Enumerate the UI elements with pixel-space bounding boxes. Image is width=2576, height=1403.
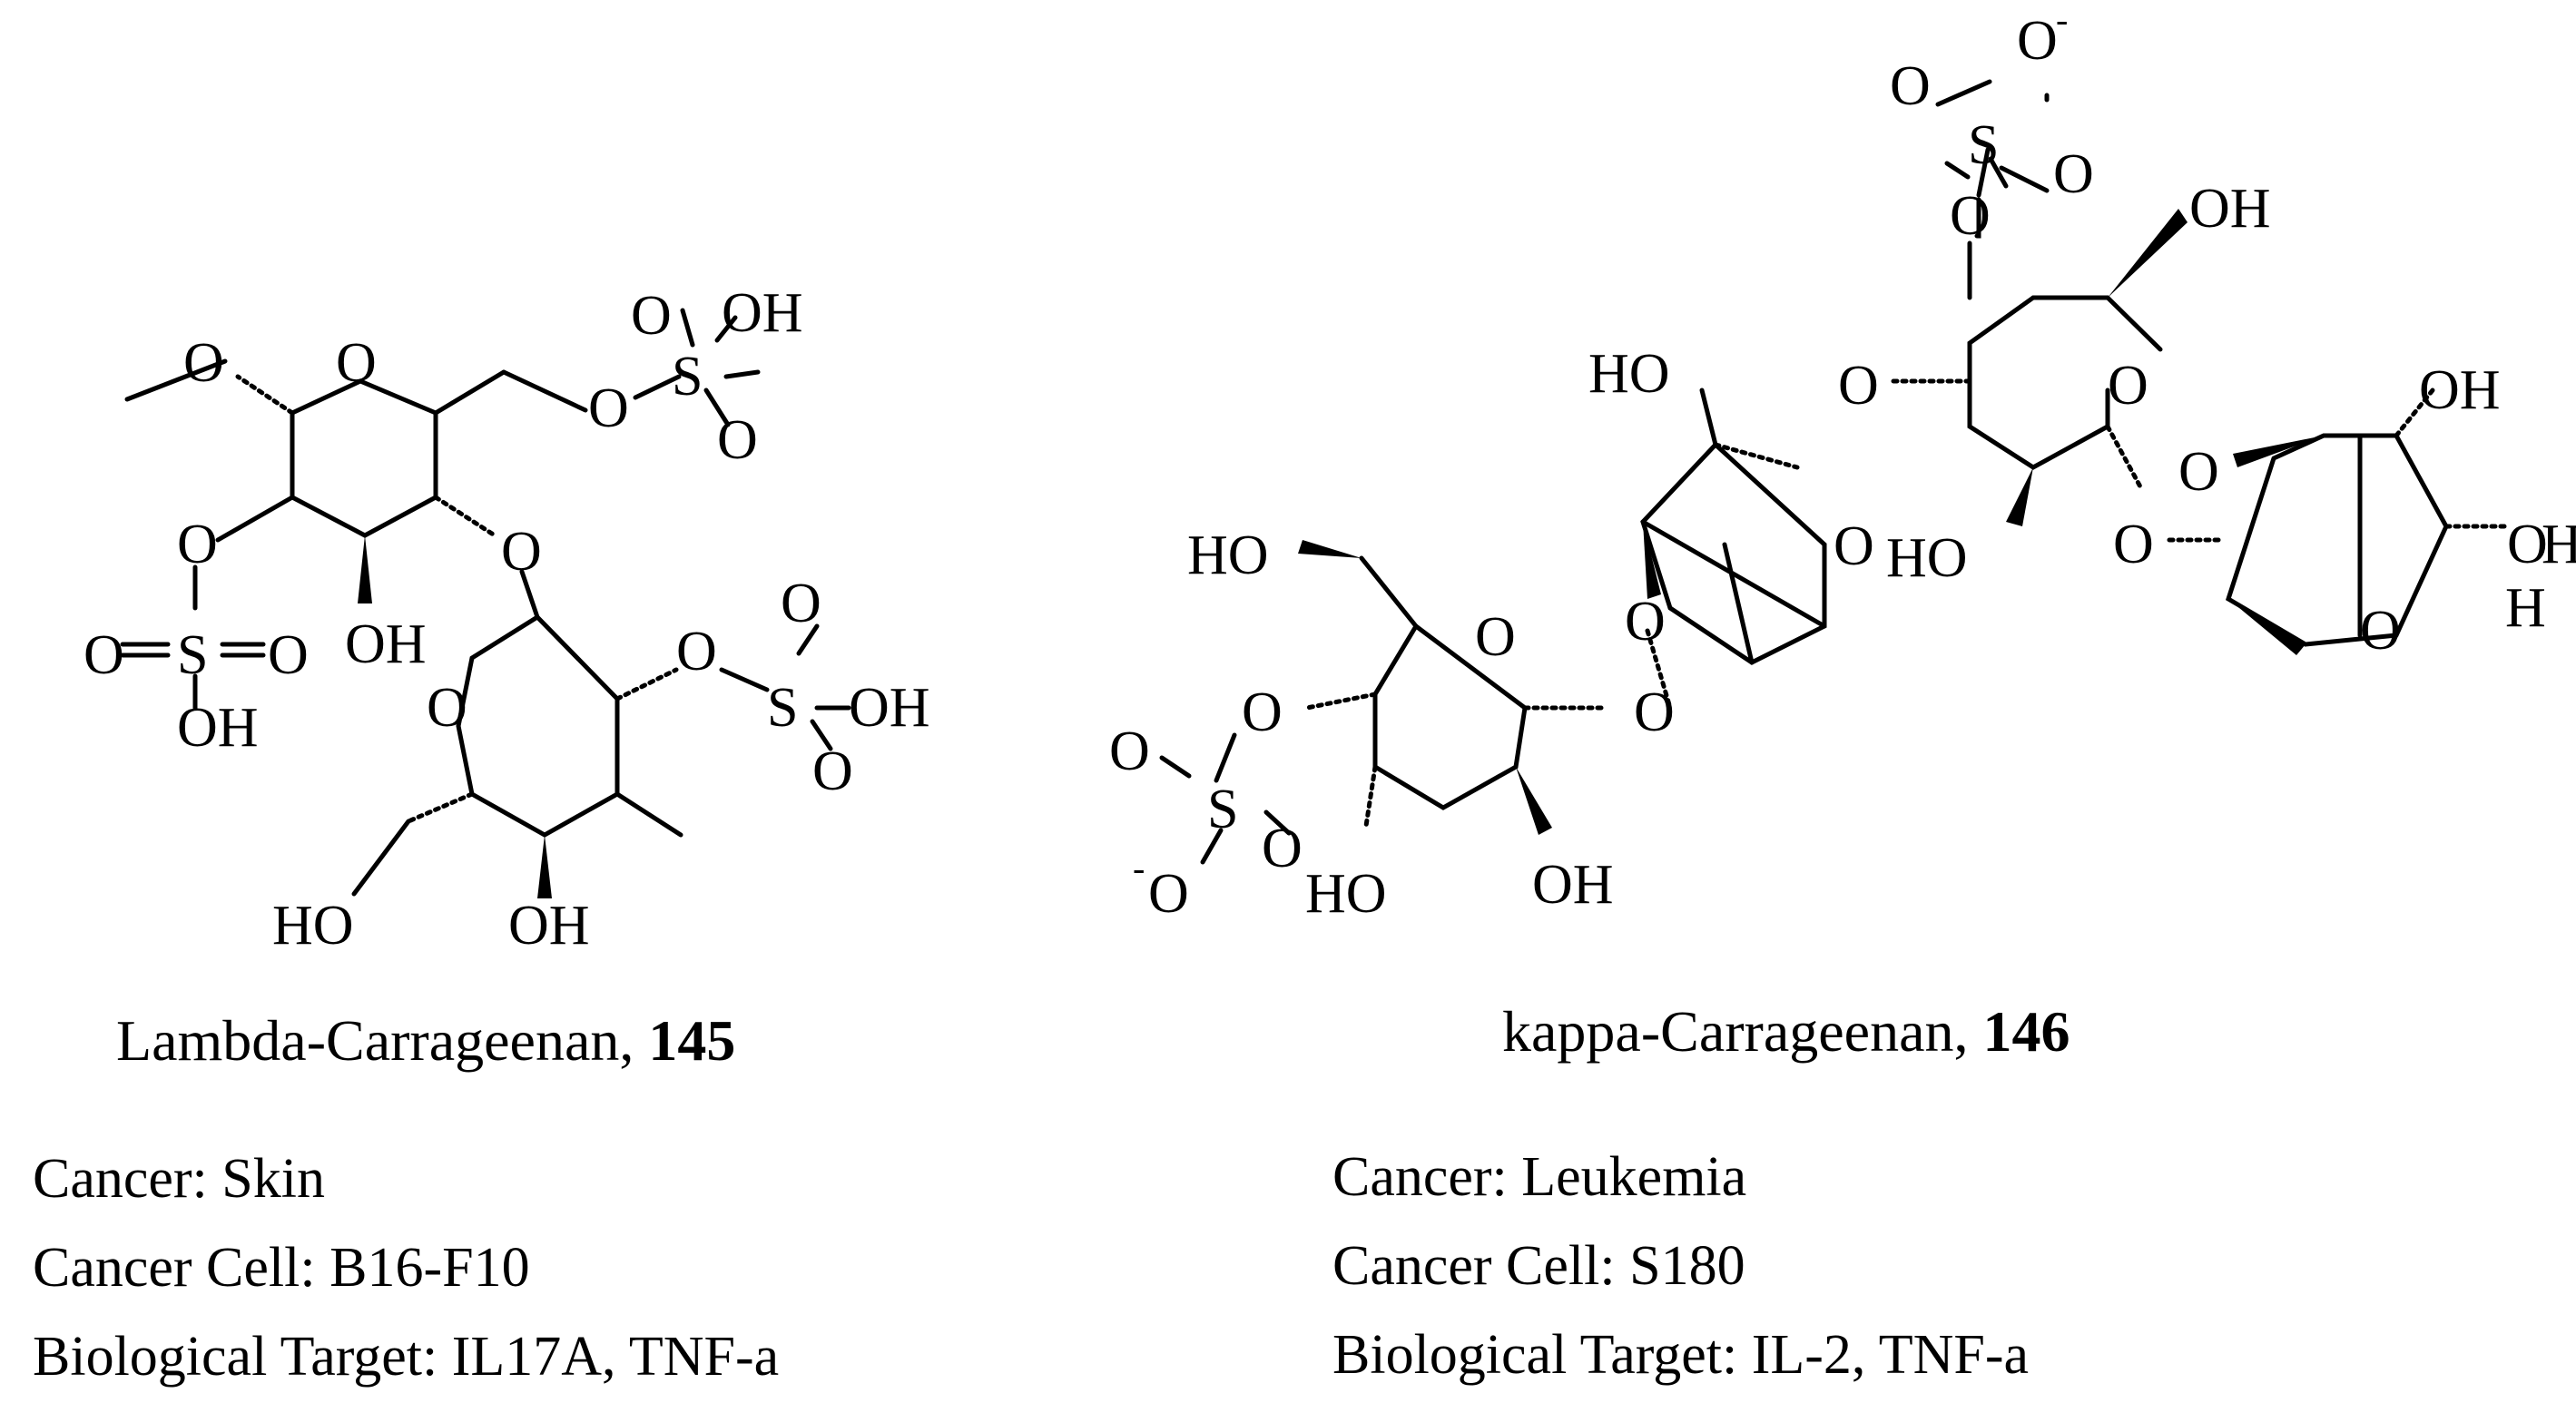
svg-text:OH: OH [849, 677, 930, 739]
svg-text:O: O [2178, 441, 2219, 503]
svg-text:O: O [268, 624, 309, 686]
svg-text:O: O [2507, 514, 2548, 575]
svg-text:O: O [1890, 55, 1931, 117]
svg-text:O: O [812, 741, 853, 802]
svg-text:S: S [1968, 114, 1999, 176]
svg-text:OH: OH [2419, 359, 2501, 421]
svg-text:HO: HO [1187, 525, 1269, 586]
cancer-cell: Cancer Cell: B16-F10 [33, 1237, 530, 1299]
cancer-cell: Cancer Cell: S180 [1332, 1235, 1745, 1297]
info-block-146: Cancer: Leukemia Cancer Cell: S180 Biolo… [1332, 1133, 2029, 1399]
svg-text:O: O [84, 624, 124, 686]
structure-kappa-carrageenan [1159, 79, 2508, 865]
svg-text:O: O [501, 521, 542, 583]
structure-lambda-carrageenan [120, 308, 851, 898]
svg-text:O: O [2108, 355, 2148, 417]
svg-text:S: S [1207, 779, 1238, 840]
svg-text:O: O [781, 573, 821, 634]
svg-text:O: O [588, 378, 629, 439]
atom-labels-kappa: O O - S O O OH O O HO O HO O O O HO O O … [1109, 0, 2576, 925]
compound-caption-146: kappa-Carrageenan, 146 [1502, 998, 2070, 1065]
svg-text:HO: HO [1588, 343, 1670, 405]
compound-number: 145 [648, 1008, 736, 1073]
cancer-type: Cancer: Skin [33, 1148, 325, 1210]
svg-text:O: O [336, 332, 377, 394]
compound-caption-145: Lambda-Carrageenan, 145 [116, 1007, 735, 1074]
svg-text:S: S [767, 677, 798, 739]
svg-text:S: S [177, 624, 208, 686]
svg-text:O: O [2113, 514, 2154, 575]
svg-text:OH: OH [345, 613, 427, 675]
svg-text:O: O [717, 409, 758, 471]
compound-name: Lambda-Carrageenan, [116, 1008, 649, 1073]
svg-text:HO: HO [1886, 527, 1968, 589]
svg-text:O: O [1950, 185, 1991, 247]
svg-text:OH: OH [722, 282, 803, 344]
svg-text:O: O [1148, 863, 1189, 925]
svg-text:HO: HO [272, 895, 354, 957]
svg-text:HO: HO [1305, 863, 1387, 925]
svg-text:O: O [676, 621, 717, 682]
svg-text:O: O [1625, 591, 1666, 652]
biological-target: Biological Target: IL17A, TNF-a [33, 1326, 780, 1388]
biological-target: Biological Target: IL-2, TNF-a [1332, 1324, 2030, 1386]
svg-text:O: O [427, 677, 467, 739]
svg-text:O: O [631, 285, 672, 347]
svg-text:O: O [1634, 682, 1675, 743]
svg-text:O: O [1834, 515, 1874, 577]
svg-text:O: O [1838, 355, 1879, 417]
compound-name: kappa-Carrageenan, [1502, 999, 1983, 1064]
svg-text:-: - [1133, 848, 1145, 888]
svg-text:O: O [177, 514, 218, 575]
svg-text:OH: OH [2189, 178, 2271, 240]
svg-text:O: O [183, 332, 224, 394]
svg-text:O: O [2360, 600, 2401, 662]
svg-text:S: S [672, 346, 703, 407]
info-block-145: Cancer: Skin Cancer Cell: B16-F10 Biolog… [33, 1134, 779, 1401]
svg-text:O: O [1109, 721, 1150, 782]
svg-text:O: O [2053, 143, 2094, 205]
svg-text:OH: OH [508, 895, 590, 957]
svg-text:O: O [1262, 818, 1303, 879]
compound-number: 146 [1982, 999, 2070, 1064]
svg-text:OH: OH [177, 697, 259, 759]
svg-text:O: O [1475, 606, 1516, 668]
svg-text:H: H [2505, 577, 2546, 639]
svg-text:O: O [1242, 682, 1283, 743]
svg-text:-: - [2056, 0, 2068, 40]
svg-text:H: H [2542, 514, 2576, 575]
svg-text:OH: OH [1532, 854, 1614, 916]
svg-text:O: O [2017, 10, 2058, 72]
atom-labels-lambda: O O O S O OH O O S O O OH OH O O O S O O… [84, 282, 930, 957]
cancer-type: Cancer: Leukemia [1332, 1146, 1747, 1208]
